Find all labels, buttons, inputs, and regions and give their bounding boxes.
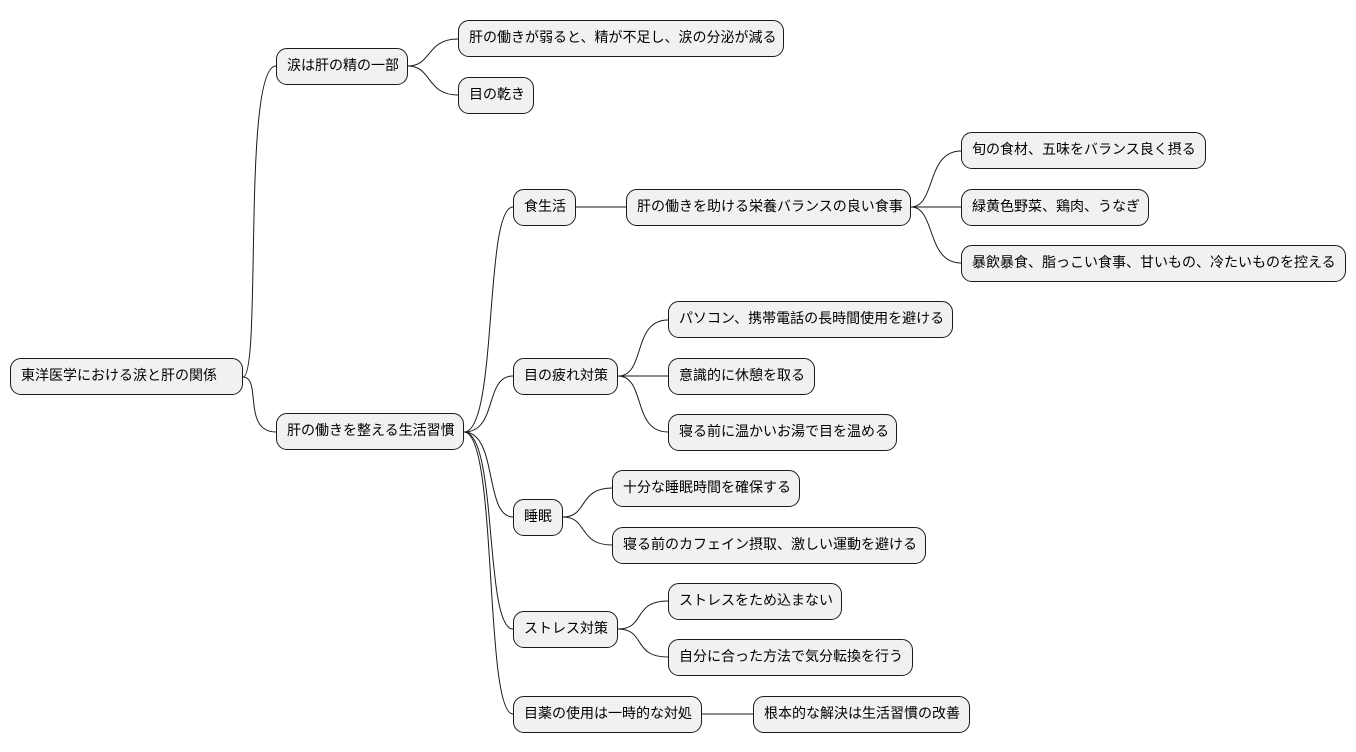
edge (463, 431, 514, 630)
edge (617, 600, 669, 630)
topic-eyedrops-node[interactable]: 目薬の使用は一時的な対処 (513, 696, 702, 733)
root-node[interactable]: 東洋医学における涙と肝の関係 (10, 358, 243, 395)
branch-lifestyle-node[interactable]: 肝の働きを整える生活習慣 (276, 413, 464, 450)
leaf-node[interactable]: 根本的な解決は生活習慣の改善 (753, 696, 970, 733)
edge (617, 319, 669, 377)
edge (910, 206, 962, 264)
leaf-node[interactable]: 暴飲暴食、脂っこい食事、甘いもの、冷たいものを控える (961, 245, 1346, 282)
leaf-node[interactable]: 自分に合った方法で気分転換を行う (668, 639, 913, 676)
edge (242, 65, 277, 378)
branch-tears-node[interactable]: 涙は肝の精の一部 (276, 48, 408, 85)
edge (463, 431, 514, 715)
edge (242, 376, 277, 433)
edge (617, 628, 669, 658)
edge (562, 487, 613, 518)
leaf-node[interactable]: パソコン、携帯電話の長時間使用を避ける (668, 301, 953, 338)
edge (407, 38, 459, 67)
leaf-node[interactable]: ストレスをため込まない (668, 583, 842, 620)
leaf-node[interactable]: 旬の食材、五味をバランス良く摂る (961, 132, 1206, 169)
edge (463, 431, 514, 518)
leaf-node[interactable]: 肝の働きが弱ると、精が不足し、涙の分泌が減る (458, 20, 784, 57)
edge (617, 375, 669, 433)
leaf-node[interactable]: 十分な睡眠時間を確保する (612, 470, 800, 507)
edge (463, 375, 514, 433)
edge (463, 206, 514, 433)
edge (910, 150, 962, 208)
edge (407, 65, 459, 96)
leaf-node[interactable]: 意識的に休憩を取る (668, 358, 815, 395)
topic-stress-node[interactable]: ストレス対策 (513, 611, 618, 648)
subtopic-node[interactable]: 肝の働きを助ける栄養バランスの良い食事 (626, 189, 911, 226)
topic-sleep-node[interactable]: 睡眠 (513, 499, 563, 536)
leaf-node[interactable]: 寝る前に温かいお湯で目を温める (668, 414, 897, 451)
leaf-node[interactable]: 目の乾き (458, 77, 534, 114)
leaf-node[interactable]: 緑黄色野菜、鶏肉、うなぎ (961, 189, 1149, 226)
topic-eyes-node[interactable]: 目の疲れ対策 (513, 358, 618, 395)
edge (562, 516, 613, 546)
topic-diet-node[interactable]: 食生活 (513, 189, 576, 226)
leaf-node[interactable]: 寝る前のカフェイン摂取、激しい運動を避ける (612, 527, 926, 564)
